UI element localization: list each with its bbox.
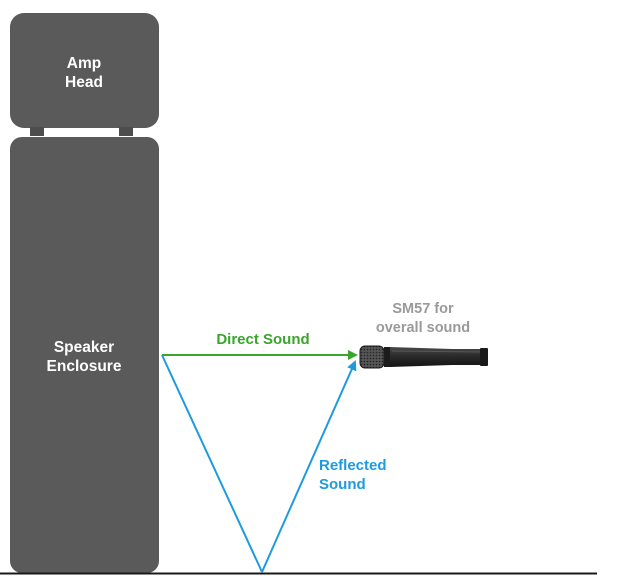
amp-head: Amp Head [10,13,159,136]
speaker-enclosure: Speaker Enclosure [10,137,159,573]
speaker-enclosure-label-line1: Speaker [54,339,114,356]
reflected-sound-label-line1: Reflected [319,457,387,474]
microphone-label-line1: SM57 for [392,301,454,317]
reflected-sound-arrow [261,360,357,573]
speaker-enclosure-label-line2: Enclosure [47,358,122,375]
microphone-label-line2: overall sound [376,320,470,336]
reflected-sound-incident-path [161,354,263,573]
amp-foot-right [119,127,133,136]
reflected-sound-label-line2: Sound [319,476,366,493]
direct-sound-label: Direct Sound [216,331,309,348]
amp-head-label-line1: Amp [67,55,101,72]
amp-foot-left [30,127,44,136]
amp-head-label-line2: Head [65,74,103,91]
microphone-icon [359,345,488,369]
